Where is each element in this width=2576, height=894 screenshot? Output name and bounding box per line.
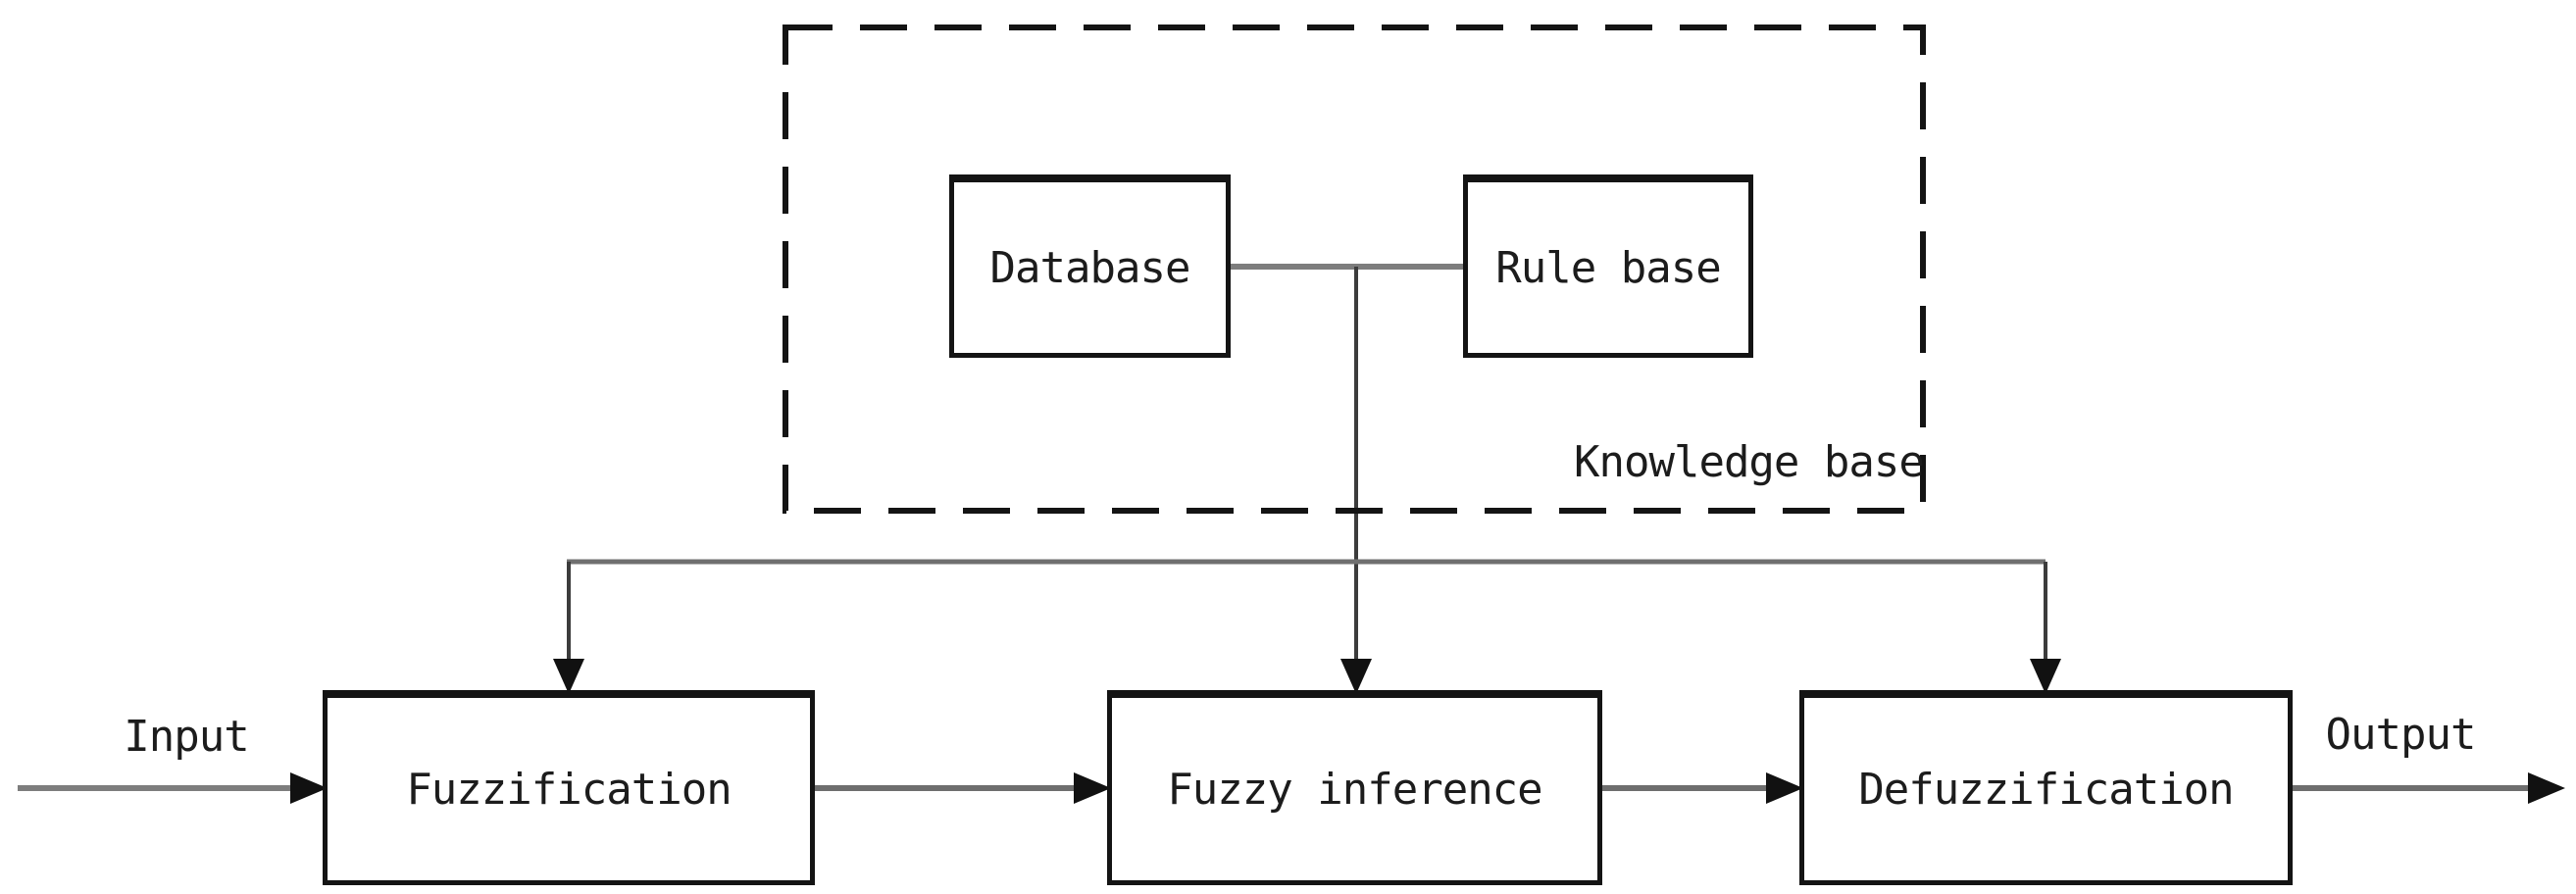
- defuzzification-box: Defuzzification: [1799, 690, 2293, 885]
- rule-base-box-label: Rule base: [1495, 242, 1721, 293]
- output-caption: Output: [2325, 710, 2477, 760]
- fuzzification-box: Fuzzification: [323, 690, 815, 885]
- output-arrowhead: [2528, 772, 2565, 804]
- fuzzification-box-label: Fuzzification: [406, 764, 732, 815]
- arrowhead-down-fuzzification: [553, 659, 584, 694]
- input-arrowhead: [290, 772, 328, 804]
- arrowhead-down-defuzzification: [2030, 659, 2061, 694]
- defuzzification-box-label: Defuzzification: [1858, 764, 2234, 815]
- rule-base-box: Rule base: [1463, 174, 1753, 358]
- inference-to-defuzzification-arrowhead: [1766, 772, 1803, 804]
- input-caption: Input: [124, 712, 249, 762]
- database-box-label: Database: [989, 242, 1191, 293]
- knowledge-base-dashed-container: [783, 25, 1926, 514]
- fuzzy-inference-box-label: Fuzzy inference: [1167, 764, 1542, 815]
- arrowhead-down-fuzzy-inference: [1340, 659, 1372, 694]
- fuzzification-to-inference-arrowhead: [1074, 772, 1111, 804]
- database-box: Database: [949, 174, 1231, 358]
- knowledge-base-caption: Knowledge base: [1574, 437, 1925, 487]
- fuzzy-inference-box: Fuzzy inference: [1107, 690, 1602, 885]
